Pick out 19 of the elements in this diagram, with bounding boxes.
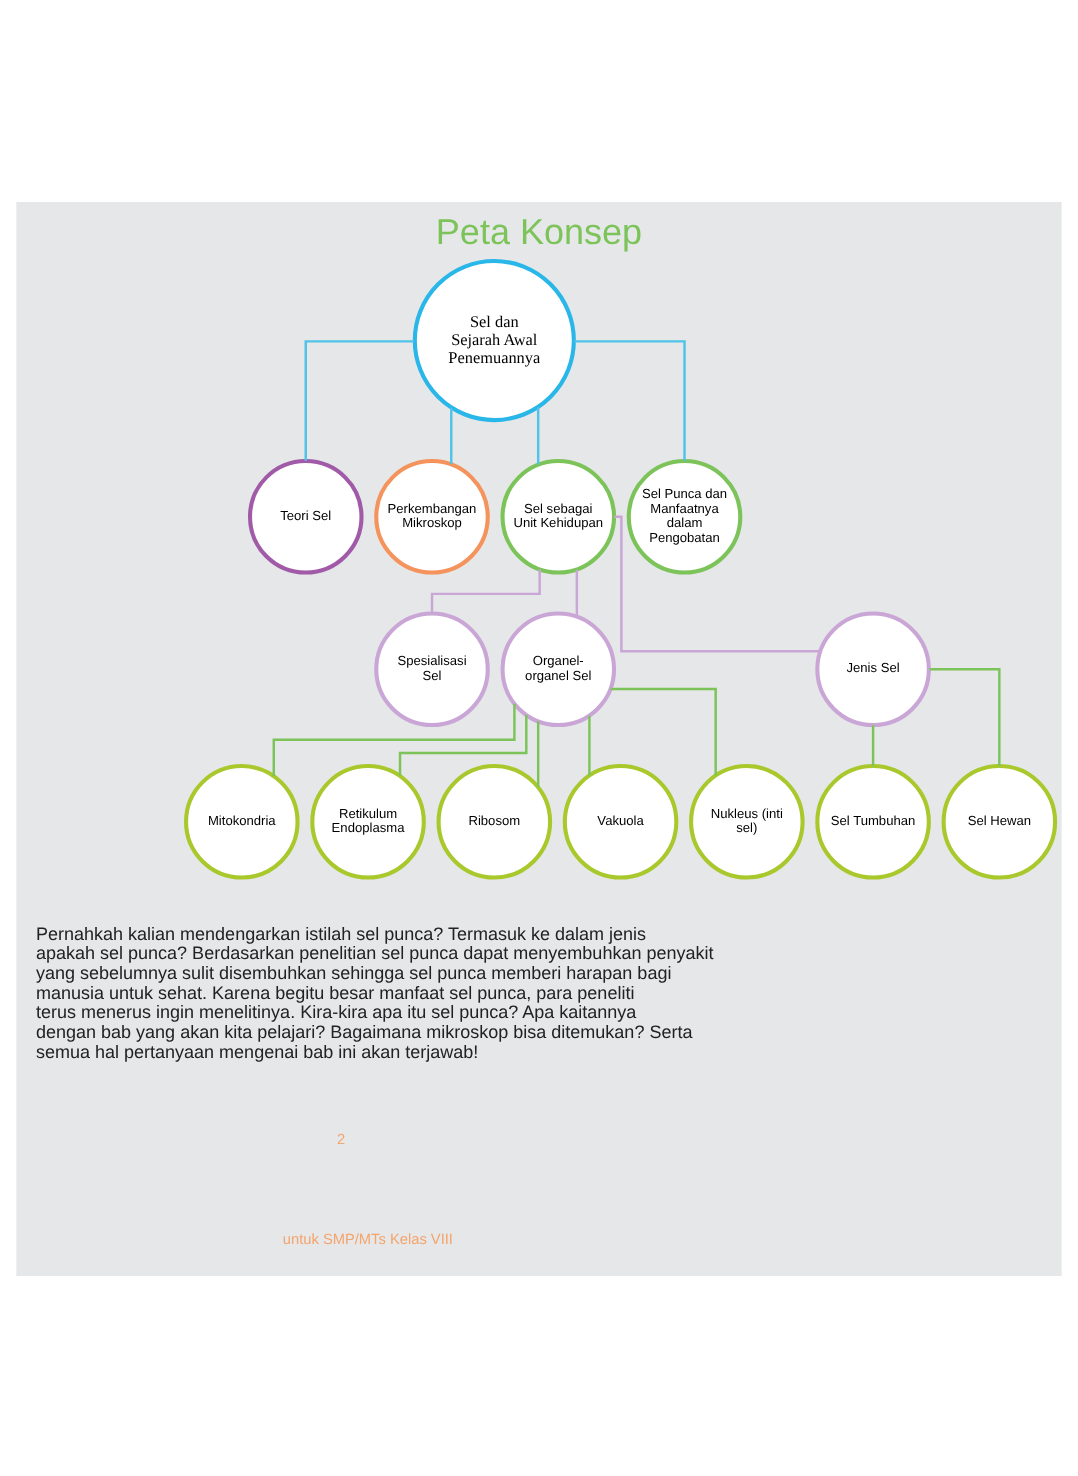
connector bbox=[871, 724, 875, 765]
diagram-title: Peta Konsep bbox=[435, 210, 643, 251]
connector bbox=[588, 714, 591, 775]
node-circle: Sel dan Sejarah Awal Penemuannya bbox=[412, 257, 576, 422]
connector bbox=[536, 720, 540, 787]
connector bbox=[304, 339, 415, 460]
label: Pernahkah kalian mendengarkan istilah sel punca? Termasuk ke dalam jenis apakah sel punca? Berdasarkan penelitian sel punca dapat menyembuhkan penyakit yang sebelumnya sulit disembuhkan sehingga sel punca memberi harapan bagi manusia untuk sehat. Karena begitu besar manfaat sel punca, para peneliti terus menerus ingin menelitinya. Kira-kira apa itu sel punca? Apa kaitannya dengan bab yang akan kita pelajari? Bagaimana mikroskop bisa ditemukan? Serta semua hal pertanyaan mengenai bab ini akan terjawab! bbox=[36, 922, 714, 1061]
connector bbox=[430, 568, 541, 612]
connector bbox=[450, 406, 453, 464]
label: untuk SMP/MTs Kelas VIII bbox=[282, 1228, 453, 1247]
connector bbox=[573, 339, 686, 460]
connector bbox=[272, 702, 516, 775]
connector bbox=[575, 568, 579, 616]
connector bbox=[398, 714, 528, 775]
connector bbox=[929, 667, 1001, 765]
connector bbox=[536, 406, 540, 464]
connector bbox=[610, 686, 717, 775]
label: 2 bbox=[336, 1128, 346, 1147]
connector bbox=[614, 514, 821, 652]
